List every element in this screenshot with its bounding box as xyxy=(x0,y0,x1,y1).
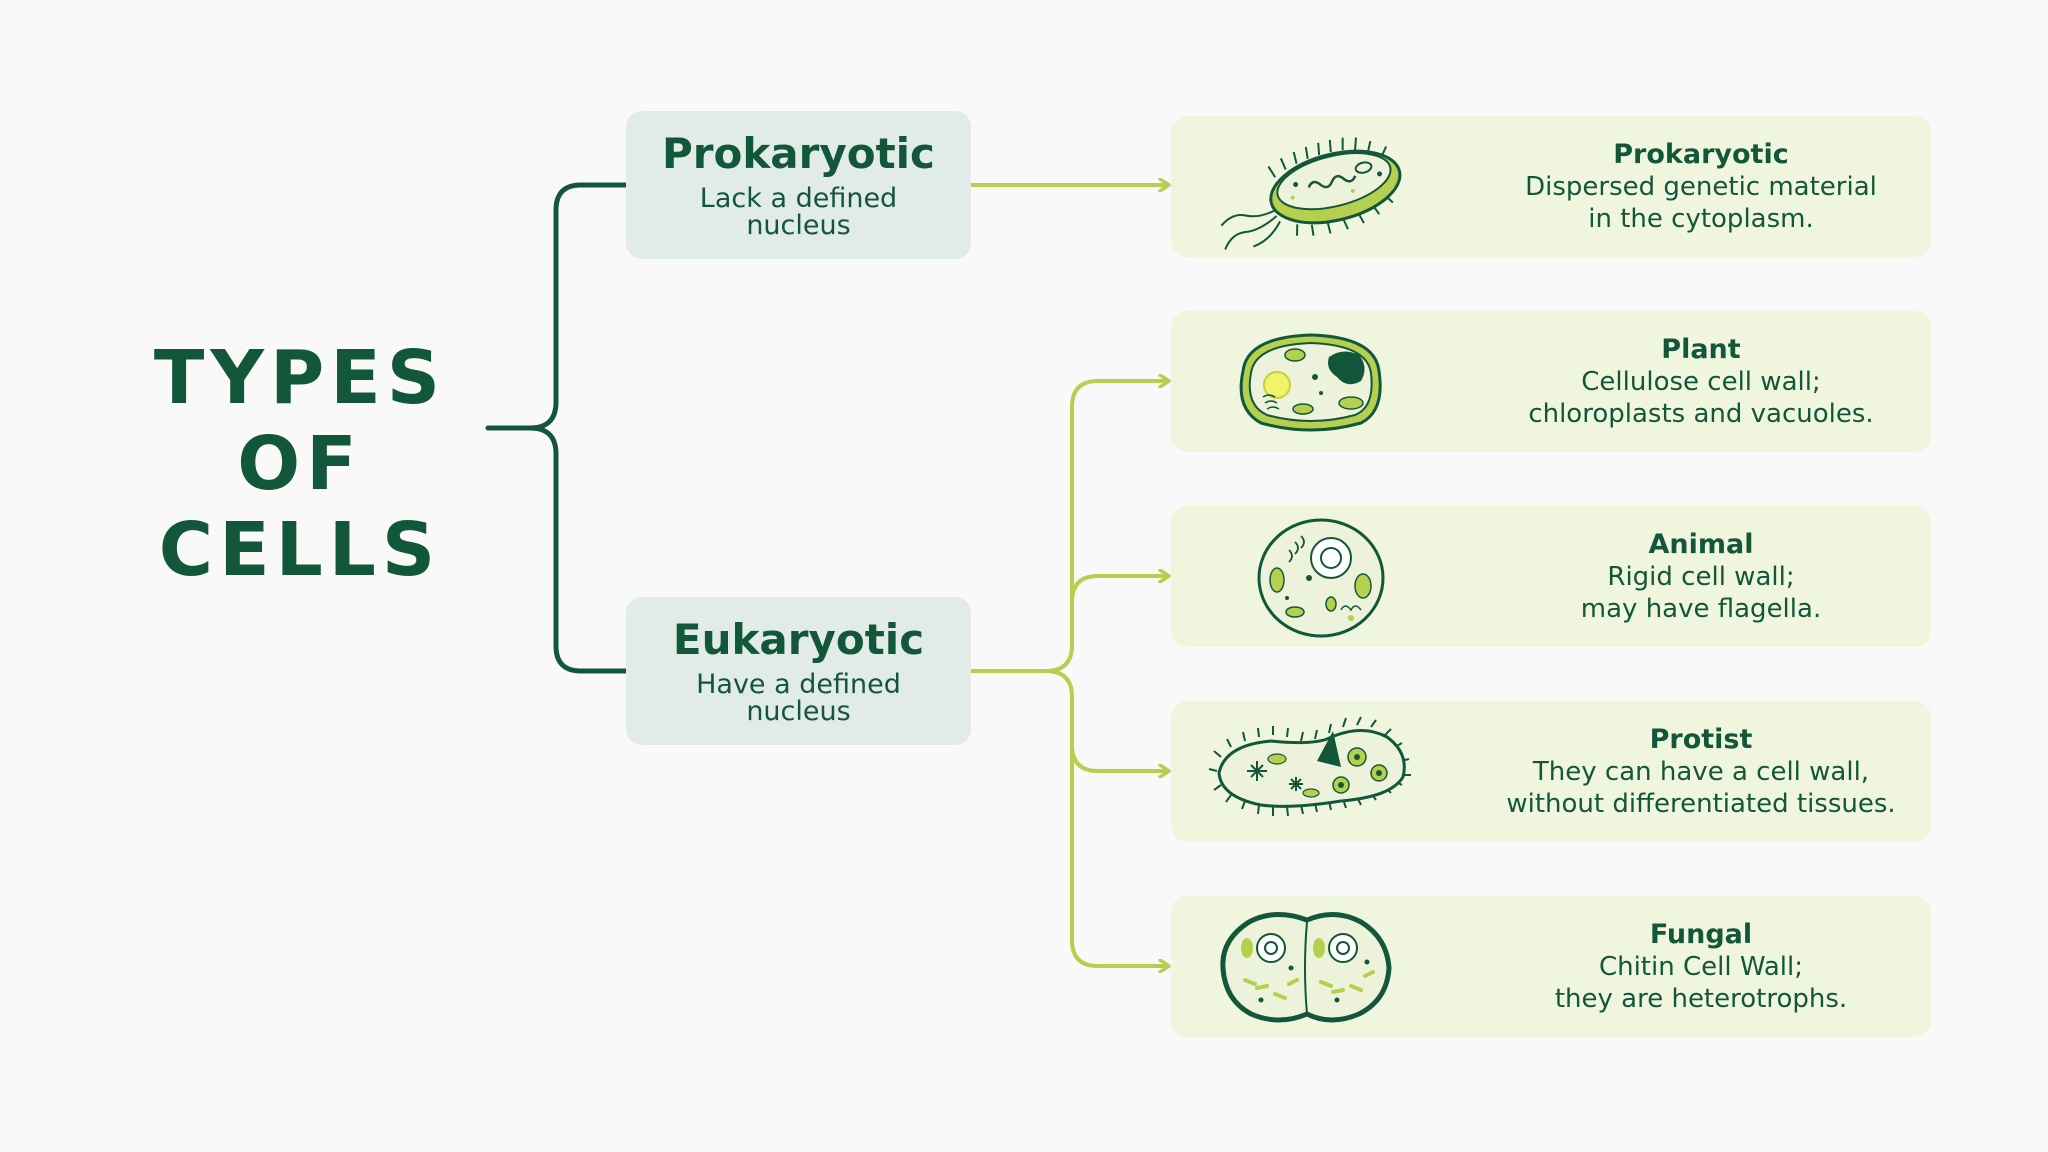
bacterium-icon xyxy=(1220,137,1402,250)
cell-card-plant: Plant Cellulose cell wall; chloroplasts … xyxy=(1171,311,1931,452)
cell-card-title: Plant xyxy=(1661,333,1741,365)
arrow-animal xyxy=(1070,576,1168,603)
cell-card-title: Protist xyxy=(1649,723,1753,755)
category-title: Eukaryotic xyxy=(672,615,925,664)
arrow-fungal xyxy=(1070,740,1168,966)
cell-card-title: Fungal xyxy=(1649,918,1753,950)
cell-card-protist: Protist They can have a cell wall, witho… xyxy=(1171,701,1931,842)
arrow-protist xyxy=(1045,669,1168,771)
category-description: Have a defined nucleus xyxy=(696,669,901,727)
plant-cell-icon xyxy=(1239,333,1382,432)
diagram-title: TYPES OF CELLS xyxy=(110,335,490,593)
category-eukaryotic: Eukaryotic Have a defined nucleus xyxy=(626,597,971,745)
title-line-1: TYPES xyxy=(153,335,447,421)
bracket-connector-lower xyxy=(527,425,629,674)
cell-card-description: Rigid cell wall; may have flagella. xyxy=(1580,561,1822,624)
cell-card-title: Prokaryotic xyxy=(1613,138,1789,170)
cell-card-description: Chitin Cell Wall; they are heterotrophs. xyxy=(1554,951,1848,1014)
cell-card-animal: Animal Rigid cell wall; may have flagell… xyxy=(1171,506,1931,647)
category-prokaryotic: Prokaryotic Lack a defined nucleus xyxy=(626,111,971,259)
arrow-plant xyxy=(1045,381,1168,673)
cell-card-title: Animal xyxy=(1648,528,1754,560)
cell-card-description: They can have a cell wall, without diffe… xyxy=(1506,756,1896,819)
category-description: Lack a defined nucleus xyxy=(699,183,898,241)
animal-cell-icon xyxy=(1257,518,1385,638)
title-line-2: OF CELLS xyxy=(158,421,442,593)
cell-card-fungal: Fungal Chitin Cell Wall; they are hetero… xyxy=(1171,896,1931,1037)
category-title: Prokaryotic xyxy=(662,129,935,178)
cell-card-description: Cellulose cell wall; chloroplasts and va… xyxy=(1528,366,1874,429)
cell-card-prokaryotic: Prokaryotic Dispersed genetic material i… xyxy=(1171,116,1931,257)
fungal-cell-icon xyxy=(1220,912,1392,1023)
cell-card-description: Dispersed genetic material in the cytopl… xyxy=(1525,171,1877,234)
bracket-connector xyxy=(485,182,629,431)
protist-icon xyxy=(1208,716,1411,817)
